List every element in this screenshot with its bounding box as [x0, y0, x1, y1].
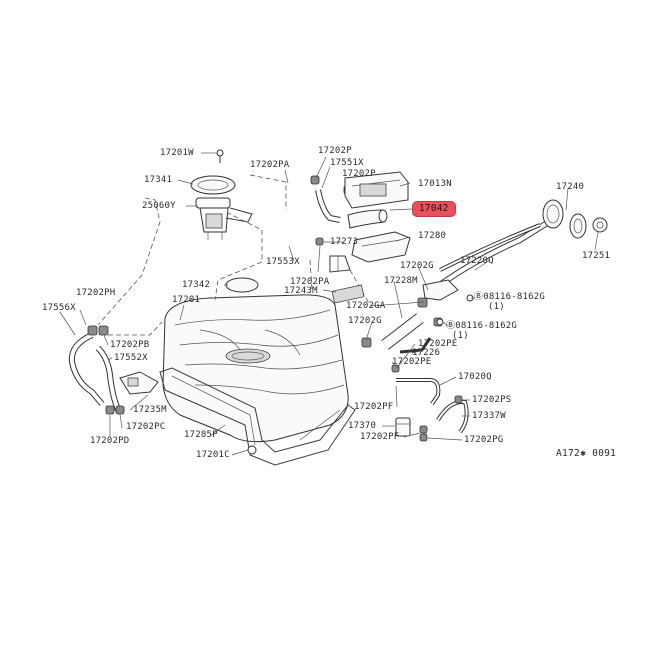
clamp-17202ph: [87, 325, 98, 336]
label-25060y: 25060Y: [142, 201, 176, 211]
label-08116-qty-mid: (1): [452, 331, 469, 341]
guide-line-top: [249, 174, 287, 210]
clamp-17202ps: [454, 395, 463, 404]
label-17020q: 17020Q: [458, 372, 492, 382]
hose-17228m: [381, 313, 424, 350]
label-17251: 17251: [582, 251, 611, 261]
label-17202g-mid: 17202G: [348, 316, 382, 326]
label-17228m: 17228M: [384, 276, 418, 286]
guide-line-left: [97, 197, 161, 326]
breather-hose-17226: [399, 337, 432, 354]
valve-17235m: [119, 371, 159, 395]
clamp-17202pg: [419, 433, 428, 442]
gasket-17342: [225, 277, 259, 293]
label-17042-highlighted: 17042: [412, 201, 456, 217]
label-17273: 17273: [330, 237, 359, 247]
label-17226: 17226: [412, 348, 441, 358]
label-17342: 17342: [182, 280, 211, 290]
fuel-filter-17370: [395, 417, 411, 437]
label-17235m: 17235M: [133, 405, 167, 415]
clamp-17202pc: [115, 405, 125, 415]
label-17337w: 17337W: [472, 411, 506, 421]
label-17202pg: 17202PG: [464, 435, 504, 445]
label-17201c: 17201C: [196, 450, 230, 460]
label-17013n: 17013N: [418, 179, 452, 189]
clamp-17202pe: [391, 364, 400, 373]
bolt-08116-mid: [436, 318, 444, 326]
label-17220q: 17220Q: [460, 256, 494, 266]
label-17243m: 17243M: [284, 286, 318, 296]
label-17202pf-b: 17202PF: [360, 432, 400, 442]
guide-line-lower-left: [108, 321, 163, 336]
clamp-17202p-top: [310, 175, 320, 185]
filler-cap-17251: [592, 217, 608, 233]
clamp-17202pd: [105, 405, 115, 415]
label-17341: 17341: [144, 175, 173, 185]
filler-bracket: [422, 279, 459, 301]
hose-17556x: [68, 332, 105, 406]
label-17202pf-a: 17202PF: [354, 402, 394, 412]
label-17202pe-b: 17202PE: [392, 357, 432, 367]
diagram-reference-code: A172✱ 0091: [556, 448, 617, 459]
label-17202g: 17202G: [400, 261, 434, 271]
label-17202pe-a: 17202PE: [418, 339, 458, 349]
label-17240: 17240: [556, 182, 585, 192]
hose-17042: [347, 209, 388, 229]
label-08116-qty-top: (1): [488, 302, 505, 312]
bolt-17201w: [216, 149, 224, 157]
label-17280: 17280: [418, 231, 447, 241]
label-17202pa-top: 17202PA: [250, 160, 290, 170]
label-17551x: 17551X: [330, 158, 364, 168]
label-17202pb: 17202PB: [110, 340, 150, 350]
label-17201w: 17201W: [160, 148, 194, 158]
label-17370: 17370: [348, 421, 377, 431]
hose-17553x: [282, 199, 301, 250]
hose-17337w: [436, 399, 469, 434]
fuel-tank: [162, 294, 349, 443]
label-17285p: 17285P: [184, 430, 218, 440]
label-17202pa-mid: 17202PA: [290, 277, 330, 287]
guide-line-mid: [309, 259, 313, 291]
bolt-17201c: [247, 445, 257, 455]
label-08116-8162g-top: Ⓑ08116-8162G: [474, 292, 546, 302]
label-08116-8162g-mid: Ⓑ08116-8162G: [446, 321, 518, 331]
clamp-17202pf: [419, 425, 428, 434]
label-17202pc: 17202PC: [126, 422, 166, 432]
label-17552x: 17552X: [114, 353, 148, 363]
label-17553x: 17553X: [266, 257, 300, 267]
vapor-separator-17013n: [344, 171, 409, 209]
bracket-17280: [351, 231, 411, 263]
fuel-pump-assembly: [190, 175, 253, 240]
label-17556x: 17556X: [42, 303, 76, 313]
tank-protector: [159, 367, 356, 466]
label-17202p-top: 17202P: [318, 146, 352, 156]
label-17202ga: 17202GA: [346, 301, 386, 311]
hose-17020q: [396, 378, 441, 406]
label-17201: 17201: [172, 295, 201, 305]
clamp-17202pa: [315, 237, 324, 246]
label-17202ph: 17202PH: [76, 288, 116, 298]
label-plate-17243m: [331, 284, 365, 304]
clamp-17202pb: [98, 325, 109, 336]
bracket-17273: [329, 255, 351, 273]
leader-lines: [59, 152, 599, 456]
label-17202p-mid: 17202P: [342, 169, 376, 179]
filler-ring-17240: [569, 213, 587, 239]
hose-17552x: [95, 345, 121, 412]
label-17202ps: 17202PS: [472, 395, 512, 405]
hose-17551x: [315, 189, 341, 223]
label-17202pd: 17202PD: [90, 436, 130, 446]
